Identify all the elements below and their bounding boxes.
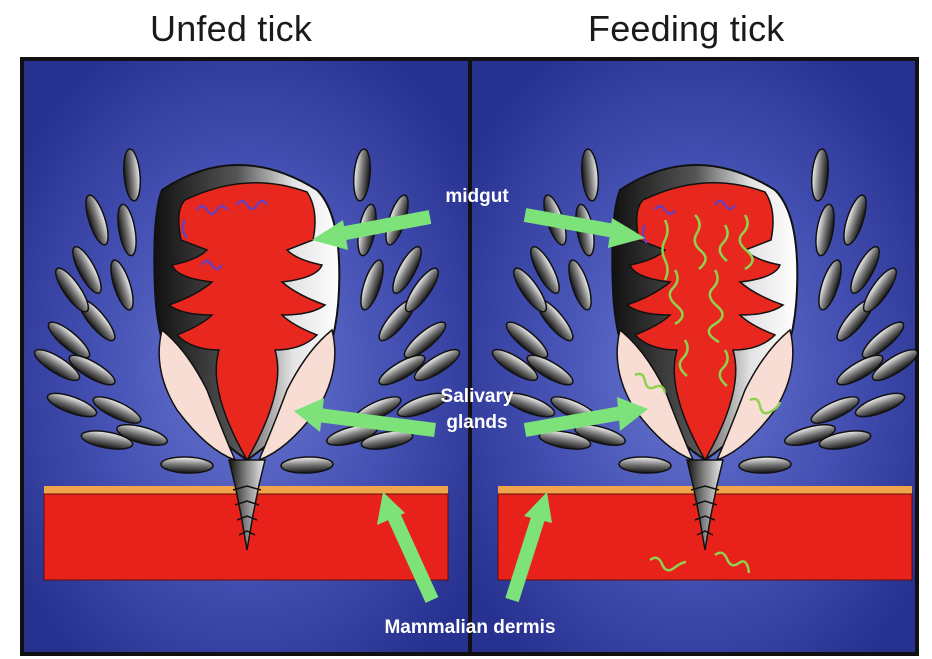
label-salivary-line1: Salivary — [441, 386, 514, 407]
label-salivary-line2: glands — [446, 412, 507, 433]
label-mammalian-dermis: Mammalian dermis — [384, 617, 555, 638]
label-midgut: midgut — [445, 186, 509, 207]
